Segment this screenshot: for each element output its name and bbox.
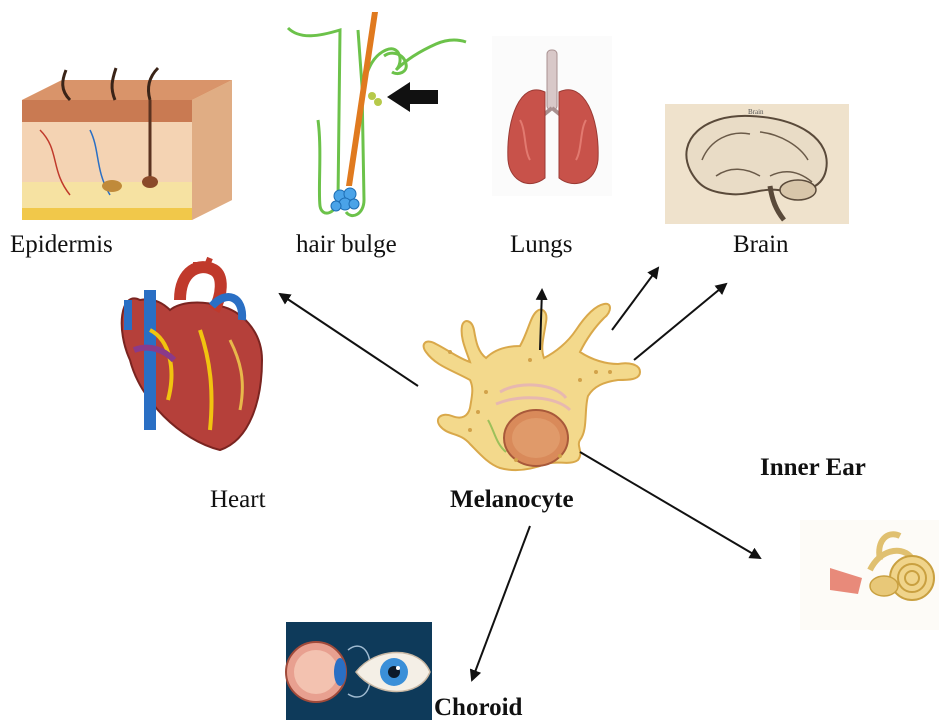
label-choroid: Choroid xyxy=(434,694,522,722)
arrow-to-inner-ear xyxy=(580,452,760,558)
heart-illustration xyxy=(122,258,262,450)
arrows xyxy=(280,268,760,680)
hair-bulge-illustration xyxy=(288,12,466,216)
inner-ear-illustration xyxy=(800,520,939,630)
arrow-to-epidermis xyxy=(280,294,418,386)
arrow-to-choroid xyxy=(472,526,530,680)
label-brain: Brain xyxy=(733,231,789,259)
choroid-illustration xyxy=(286,622,432,720)
pointer-arrow-icon xyxy=(387,82,438,112)
brain-illustration: Brain xyxy=(665,104,849,224)
label-epidermis: Epidermis xyxy=(10,231,113,259)
epidermis-illustration xyxy=(22,68,232,220)
lungs-illustration xyxy=(492,36,612,196)
label-lungs: Lungs xyxy=(510,231,573,259)
label-melanocyte: Melanocyte xyxy=(450,486,574,514)
arrow-to-brain-upper xyxy=(612,268,658,330)
arrow-to-brain xyxy=(634,284,726,360)
label-hair-bulge: hair bulge xyxy=(296,231,397,259)
label-inner-ear: Inner Ear xyxy=(760,454,866,482)
brain-image-caption: Brain xyxy=(748,108,764,116)
melanocyte-cell-illustration xyxy=(424,304,640,470)
label-heart: Heart xyxy=(210,486,266,514)
